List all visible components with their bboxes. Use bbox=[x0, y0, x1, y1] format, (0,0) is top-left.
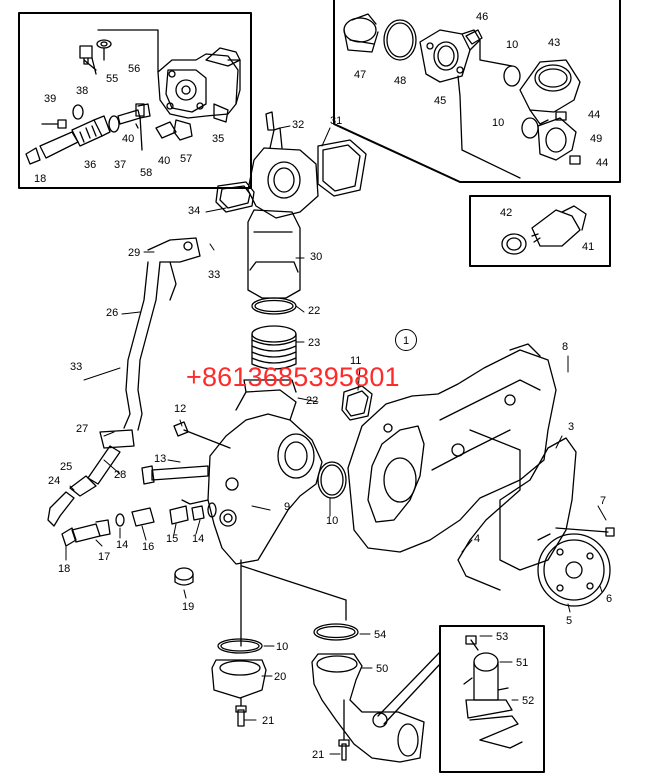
callout-21: 21 bbox=[312, 749, 325, 761]
callout-4: 4 bbox=[474, 533, 481, 545]
inset-fitting bbox=[469, 195, 611, 267]
callout-55: 55 bbox=[106, 73, 119, 85]
gasket-11 bbox=[341, 385, 373, 421]
callout-48: 48 bbox=[394, 75, 407, 87]
callout-44: 44 bbox=[596, 157, 609, 169]
callout-36: 36 bbox=[84, 159, 97, 171]
callout-3: 3 bbox=[568, 421, 575, 433]
callout-45: 45 bbox=[434, 95, 447, 107]
callout-20: 20 bbox=[274, 671, 287, 683]
rings-upper bbox=[251, 297, 297, 370]
callout-8: 8 bbox=[562, 341, 569, 353]
callout-43: 43 bbox=[548, 37, 561, 49]
callout-10: 10 bbox=[492, 117, 505, 129]
callout-46: 46 bbox=[476, 11, 489, 23]
callout-24: 24 bbox=[48, 475, 61, 487]
bottom-left-parts bbox=[211, 559, 347, 727]
callout-6: 6 bbox=[606, 593, 613, 605]
small-parts bbox=[61, 421, 231, 586]
callout-34: 34 bbox=[188, 205, 201, 217]
water-pump bbox=[499, 437, 615, 607]
callout-18: 18 bbox=[58, 563, 71, 575]
callout-32: 32 bbox=[292, 119, 305, 131]
callout-54: 54 bbox=[374, 629, 387, 641]
callout-7: 7 bbox=[600, 495, 607, 507]
callout-22: 22 bbox=[306, 395, 319, 407]
callout-30: 30 bbox=[310, 251, 323, 263]
callout-33: 33 bbox=[208, 269, 221, 281]
callout-33: 33 bbox=[70, 361, 83, 373]
callout-57: 57 bbox=[180, 153, 193, 165]
callout-22: 22 bbox=[308, 305, 321, 317]
callout-56: 56 bbox=[128, 63, 141, 75]
callout-52: 52 bbox=[522, 695, 535, 707]
callout-10: 10 bbox=[326, 515, 339, 527]
callout-26: 26 bbox=[106, 307, 119, 319]
callout-14: 14 bbox=[192, 533, 205, 545]
callout-10: 10 bbox=[276, 641, 289, 653]
callout-9: 9 bbox=[284, 501, 291, 513]
callout-38: 38 bbox=[76, 85, 89, 97]
callout-11: 11 bbox=[350, 355, 362, 367]
callout-41: 41 bbox=[582, 241, 595, 253]
callout-35: 35 bbox=[212, 133, 225, 145]
callout-40: 40 bbox=[122, 133, 135, 145]
callout-19: 19 bbox=[182, 601, 195, 613]
callout-21: 21 bbox=[262, 715, 275, 727]
callout-29: 29 bbox=[128, 247, 141, 259]
callout-28: 28 bbox=[114, 469, 127, 481]
phone-watermark: +8613685395801 bbox=[186, 362, 400, 392]
callout-10: 10 bbox=[506, 39, 519, 51]
callout-16: 16 bbox=[142, 541, 155, 553]
callout-5: 5 bbox=[566, 615, 573, 627]
timing-cover bbox=[347, 343, 557, 553]
callout-18: 18 bbox=[34, 173, 47, 185]
callout-23: 23 bbox=[308, 337, 321, 349]
callout-17: 17 bbox=[98, 551, 111, 563]
inset-valve bbox=[439, 625, 545, 773]
inset-water-outlet bbox=[333, 0, 621, 183]
callout-47: 47 bbox=[354, 69, 367, 81]
callout-13: 13 bbox=[154, 453, 167, 465]
upper-housing bbox=[247, 111, 319, 299]
callout-53: 53 bbox=[496, 631, 509, 643]
callout-39: 39 bbox=[44, 93, 57, 105]
callout-27: 27 bbox=[76, 423, 89, 435]
bottom-outlet-pipe bbox=[311, 623, 441, 763]
inset-thermostat-housing bbox=[18, 12, 252, 189]
callout-51: 51 bbox=[516, 657, 529, 669]
leader-lines bbox=[65, 125, 607, 755]
callout-37: 37 bbox=[114, 159, 127, 171]
callout-42: 42 bbox=[500, 207, 513, 219]
coolant-pipe bbox=[47, 237, 201, 527]
gaskets-upper bbox=[215, 139, 367, 213]
callout-31: 31 bbox=[330, 115, 343, 127]
callout-12: 12 bbox=[174, 403, 187, 415]
callout-40: 40 bbox=[158, 155, 171, 167]
callout-50: 50 bbox=[376, 663, 389, 675]
callout-44: 44 bbox=[588, 109, 601, 121]
callout-49: 49 bbox=[590, 133, 603, 145]
pump-housing bbox=[181, 379, 323, 565]
seal-ring bbox=[317, 461, 347, 499]
view-marker: 1 bbox=[395, 329, 417, 351]
callout-58: 58 bbox=[140, 167, 153, 179]
callout-25: 25 bbox=[60, 461, 73, 473]
callout-14: 14 bbox=[116, 539, 129, 551]
callout-15: 15 bbox=[166, 533, 179, 545]
